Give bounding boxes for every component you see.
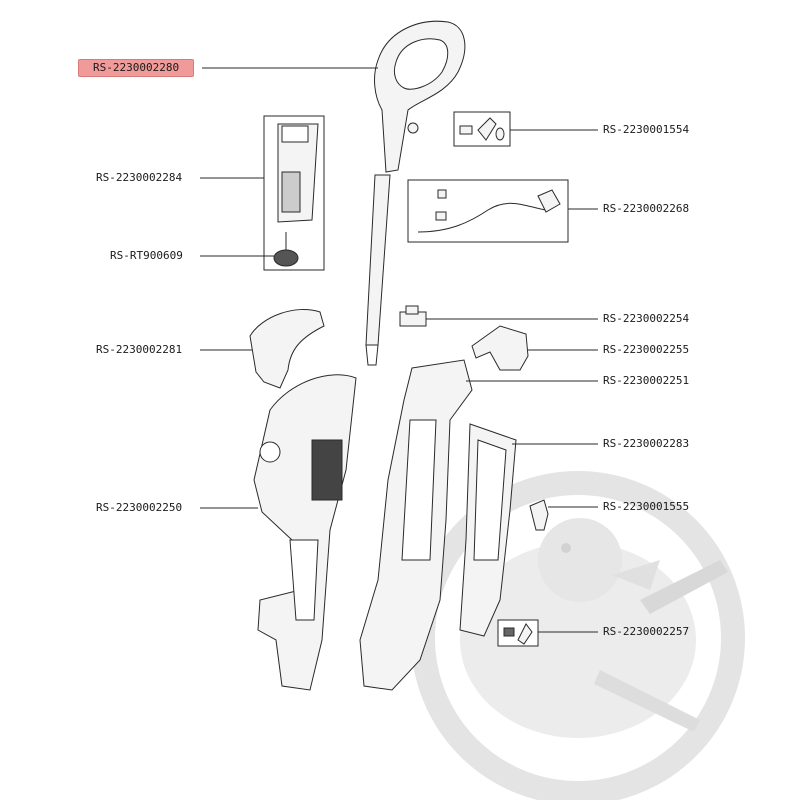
part-2283-panel	[459, 423, 517, 637]
part-label-2254[interactable]: RS-2230002254	[603, 312, 690, 325]
part-1554-inset	[453, 111, 511, 147]
part-2250-body	[253, 374, 357, 691]
part-label-2251[interactable]: RS-2230002251	[603, 374, 690, 387]
part-label-1554[interactable]: RS-2230001554	[603, 123, 690, 136]
part-label-609[interactable]: RS-RT900609	[110, 249, 183, 262]
part-label-2284[interactable]: RS-2230002284	[96, 171, 183, 184]
part-label-2280[interactable]: RS-2230002280	[78, 59, 195, 77]
part-label-2281[interactable]: RS-2230002281	[96, 343, 183, 356]
part-1555	[529, 499, 549, 531]
part-label-2283[interactable]: RS-2230002283	[603, 437, 690, 450]
part-label-2257[interactable]: RS-2230002257	[603, 625, 690, 638]
part-2255-clip	[471, 325, 529, 371]
watermark-logo	[411, 471, 745, 800]
part-label-2268[interactable]: RS-2230002268	[603, 202, 690, 215]
part-label-2255[interactable]: RS-2230002255	[603, 343, 690, 356]
part-2268-inset	[407, 179, 569, 243]
part-2254	[399, 305, 427, 327]
part-label-2250[interactable]: RS-2230002250	[96, 501, 183, 514]
part-label-1555[interactable]: RS-2230001555	[603, 500, 690, 513]
part-2251-housing	[359, 359, 473, 691]
handle-tube-part	[365, 20, 466, 366]
part-2284-inset	[263, 115, 325, 271]
leader-lines	[200, 67, 598, 633]
part-2257-inset	[497, 619, 539, 647]
part-2281-cover	[249, 309, 325, 389]
